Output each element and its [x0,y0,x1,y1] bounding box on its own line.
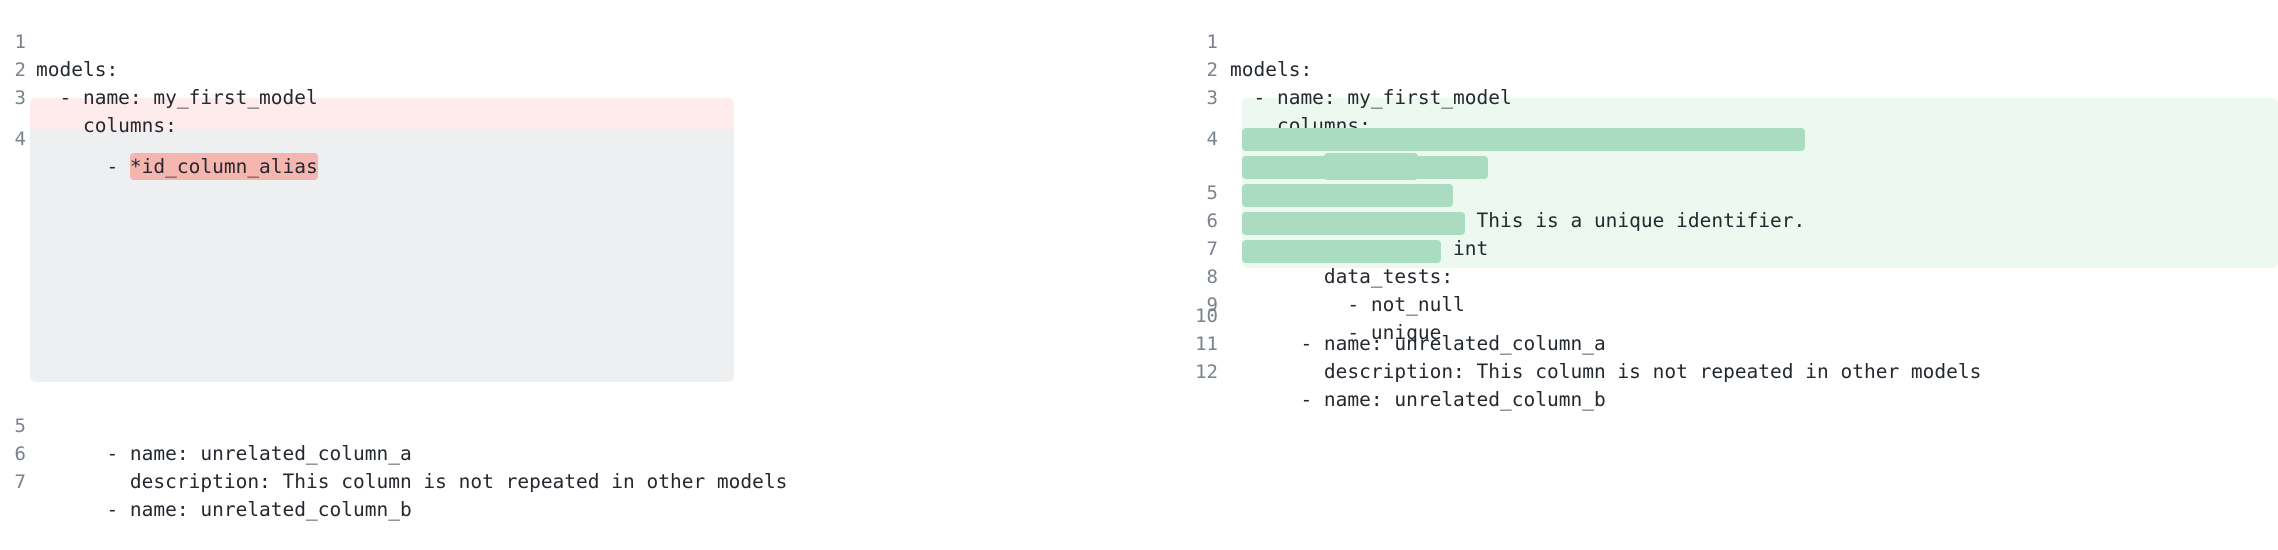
code-line[interactable]: 3 columns: [0,58,177,137]
line-content: - name: unrelated_column_b [1230,388,1606,411]
added-bar [1242,156,1489,179]
line-number: 9 [1206,294,1218,316]
line-number: 3 [14,87,26,109]
line-number: 4 [1206,128,1218,150]
line-content: - name: unrelated_column_b [36,498,412,521]
code-line[interactable]: 1 models: [1190,2,1313,81]
code-line-added[interactable]: 9 - unique [1190,238,1442,344]
added-bar [1242,128,1806,151]
line-content: models: [36,58,119,81]
line-number: 4 [14,128,26,150]
line-content: - name: unrelated_column_a [1230,332,1606,355]
line-content: models: [1230,58,1313,81]
added-token: - not_null [1230,293,1465,316]
code-line[interactable]: 2 - name: my_first_model [1190,30,1512,109]
line-content: - name: my_first_model [36,86,318,109]
line-number: 6 [1206,210,1218,232]
added-token: - unique [1230,321,1442,344]
code-line[interactable]: 2 - name: my_first_model [0,30,318,109]
code-line-added[interactable]: 8 - not_null [1190,210,1465,316]
line-number: 8 [1206,266,1218,288]
line-number: 7 [1206,238,1218,260]
diff-viewer: 1 models: 2 - name: my_first_model 3 col… [0,0,2278,528]
line-number: 7 [14,471,26,493]
code-line[interactable]: 6 description: This column is not repeat… [0,414,788,493]
line-number: 12 [1195,361,1218,383]
line-content: - not_null [1230,291,1465,318]
line-content: - name: my_first_model [1230,86,1512,109]
code-line-added[interactable]: 6 data_type: int [1190,154,1489,260]
diff-panel-after: 1 models: 2 - name: my_first_model 3 col… [1190,0,2278,528]
added-bar [1242,184,1454,207]
line-number: 5 [14,415,26,437]
line-content: data_tests: [1230,263,1453,290]
added-bar [1242,240,1442,263]
code-line[interactable]: 7 - name: unrelated_column_b [0,442,412,521]
line-number: 10 [1195,305,1218,327]
code-line-added[interactable]: 5 description: This is a unique identifi… [1190,126,1806,232]
line-number: 1 [1206,31,1218,53]
line-content: description: This column is not repeated… [36,470,788,493]
added-bar [1242,212,1465,235]
line-number: 6 [14,443,26,465]
code-line[interactable]: 10 - name: unrelated_column_a [1190,276,1606,355]
code-line[interactable]: 11 description: This column is not repea… [1190,304,1981,383]
code-line[interactable]: 5 - name: unrelated_column_a [0,386,412,465]
code-line-removed[interactable]: 4 - *id_column_alias [0,99,318,180]
code-line[interactable]: 12 - name: unrelated_column_b [1190,332,1606,411]
removed-block-background [30,98,734,382]
line-content: description: This column is not repeated… [1230,360,1982,383]
line-number: 2 [1206,59,1218,81]
code-line[interactable]: 3 columns: [1190,58,1371,137]
line-number: 11 [1195,333,1218,355]
line-content: - name: unrelated_column_a [36,442,412,465]
line-number: 3 [1206,87,1218,109]
line-content: - unique [1230,319,1441,346]
line-content: - *id_column_alias [36,153,318,180]
code-line[interactable]: 1 models: [0,2,119,81]
line-number: 1 [14,31,26,53]
line-number: 2 [14,59,26,81]
removed-token: *id_column_alias [129,153,318,180]
added-token: data_tests: [1230,265,1454,288]
diff-panel-before: 1 models: 2 - name: my_first_model 3 col… [0,0,790,528]
line-number: 5 [1206,182,1218,204]
code-line-added[interactable]: 4 - name: id [1190,99,1418,180]
line-indent: - [36,155,130,178]
code-line-added[interactable]: 7 data_tests: [1190,182,1454,288]
